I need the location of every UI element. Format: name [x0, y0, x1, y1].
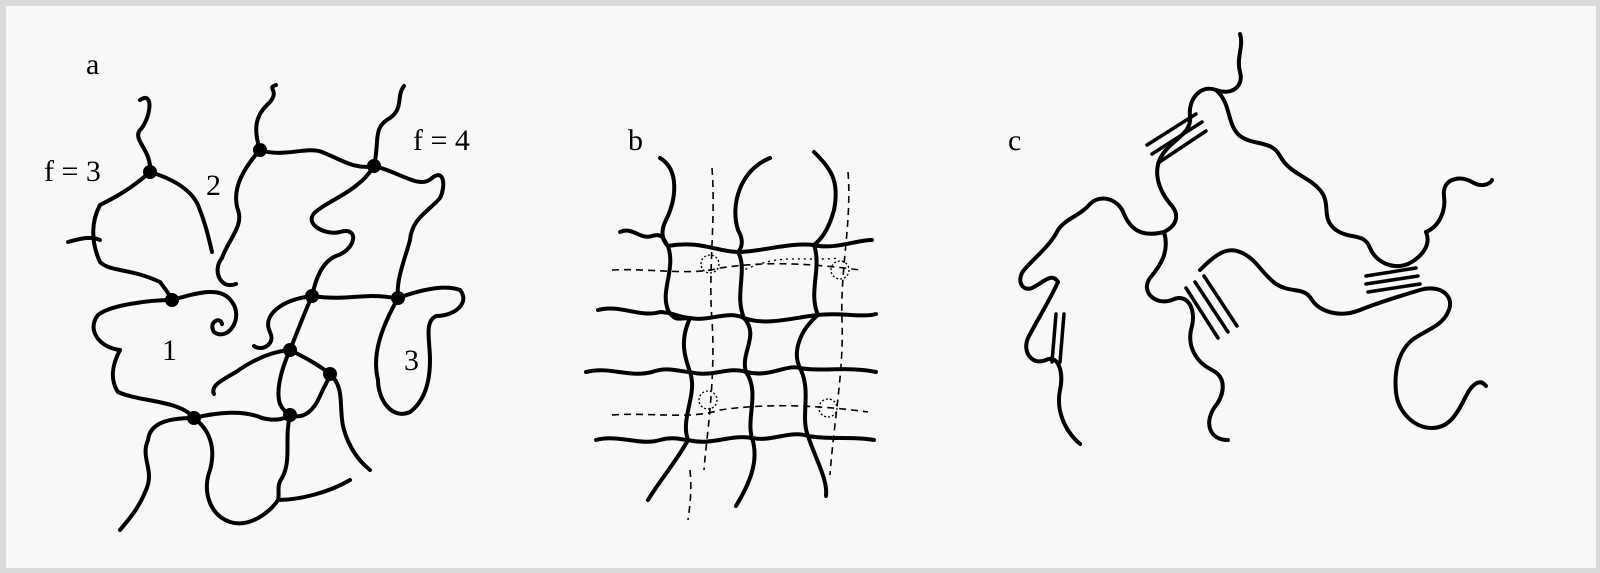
panel-c-chains: [1020, 34, 1492, 444]
panel-c-label: c: [1008, 124, 1021, 157]
functionality-3-label: f = 3: [44, 155, 101, 188]
loop-label-1: 1: [162, 334, 177, 367]
panel-b-label: b: [628, 124, 643, 157]
crosslink-node: [143, 165, 157, 179]
figure-canvas: a f = 3 f = 4 1 2 3: [6, 6, 1596, 568]
panel-b: b: [586, 124, 876, 520]
crosslink-node: [305, 289, 319, 303]
crystallite: [831, 261, 849, 279]
crystallite: [699, 391, 717, 409]
panel-c: c: [1008, 34, 1492, 444]
loop-label-3: 3: [404, 344, 419, 377]
functionality-4-label: f = 4: [413, 124, 470, 157]
crosslink-node: [187, 411, 201, 425]
panel-b-crystallites: [699, 255, 849, 417]
crosslink-node: [253, 143, 267, 157]
panel-a-label: a: [86, 48, 99, 81]
panel-a: a f = 3 f = 4 1 2 3: [44, 48, 470, 530]
crosslink-node: [283, 408, 297, 422]
crosslink-node: [391, 291, 405, 305]
network-figure: a f = 3 f = 4 1 2 3: [6, 6, 1596, 568]
loop-label-2: 2: [206, 169, 221, 202]
crosslink-node: [323, 367, 337, 381]
crosslink-node: [283, 343, 297, 357]
crosslink-node: [367, 159, 381, 173]
crosslink-node: [165, 293, 179, 307]
